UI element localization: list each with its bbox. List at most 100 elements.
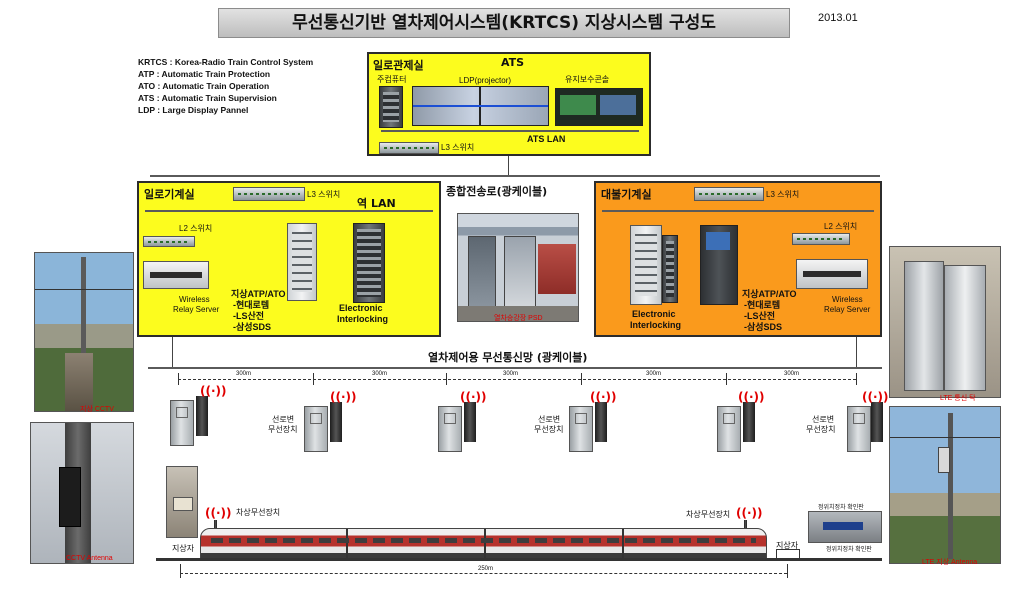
right-atp-vendor: -삼성SDS xyxy=(744,322,783,332)
left-atp-rack-icon xyxy=(287,223,317,301)
ats-title: ATS xyxy=(501,56,525,69)
left-server-label: Relay Server xyxy=(173,305,220,314)
lte-rack-right xyxy=(944,265,986,391)
trackside-antenna-box xyxy=(743,402,755,442)
legend-line: ATS : Automatic Train Supervision xyxy=(138,93,277,103)
right-atp-label: 지상ATP/ATO xyxy=(742,289,797,299)
trackside-antenna-box xyxy=(871,402,883,442)
onboard-radio-label-left: 차상무선장치 xyxy=(236,508,281,517)
station-lan-line xyxy=(145,210,433,212)
left-atp-label: 지상ATP/ATO xyxy=(231,289,286,299)
console-monitor-right xyxy=(600,95,636,115)
trackside-label: 선로변 xyxy=(272,415,295,424)
radio-wave-icon: ((·)) xyxy=(330,390,357,404)
trackside-antenna-box xyxy=(196,396,208,436)
lte-catenary-wire xyxy=(890,437,1000,438)
psd-door-left xyxy=(468,236,496,308)
left-room-label: 일로기계실 xyxy=(144,188,195,201)
distance-label: 300m xyxy=(646,371,662,377)
trackside-antenna-box xyxy=(595,402,607,442)
trackside-radio-cabinet xyxy=(847,406,871,452)
cctv-caption: 지상 CCTV xyxy=(80,406,114,413)
ats-lan-line xyxy=(381,130,639,132)
main-computer-icon xyxy=(379,86,403,128)
right-machine-room-box: 대불기계실 L3 스위치 L2 스위치 Wireless Relay Serve… xyxy=(594,181,882,337)
trackside-antenna-box xyxy=(464,402,476,442)
train-car-divider xyxy=(346,529,348,559)
train-length-line xyxy=(180,573,787,574)
transponder-plate xyxy=(173,497,193,511)
radio-network-line xyxy=(148,367,882,369)
ats-l3-switch-label: L3 스위치 xyxy=(441,143,475,152)
right-l2-switch-label: L2 스위치 xyxy=(824,222,858,231)
catenary-wire xyxy=(35,289,133,290)
train-length-tick-left xyxy=(180,564,181,578)
ldp-projector-screen xyxy=(412,86,549,126)
trackside-label: 무선장치 xyxy=(806,425,836,434)
onboard-radio-label-right: 차상무선장치 xyxy=(686,510,731,519)
right-interlocking-rack-icon-2 xyxy=(662,235,678,303)
train-length-tick-right xyxy=(787,564,788,578)
signal-check-photo xyxy=(808,511,882,543)
distance-label: 300m xyxy=(236,371,252,377)
psd-door-center xyxy=(504,236,536,308)
distance-label: 300m xyxy=(503,371,519,377)
cctv-photo xyxy=(34,252,134,412)
right-l3-switch-label: L3 스위치 xyxy=(766,190,800,199)
antenna-box xyxy=(59,467,81,527)
train xyxy=(200,528,767,560)
right-server-label: Relay Server xyxy=(824,305,871,314)
right-server-radio-connector xyxy=(856,337,857,367)
distance-tick xyxy=(856,373,857,385)
trackside-label: 무선장치 xyxy=(268,425,298,434)
right-atp-vendor: -LS산전 xyxy=(744,311,776,321)
lte-rack-photo xyxy=(889,246,1001,398)
lte-pole xyxy=(948,413,953,559)
psd-platform xyxy=(458,306,578,321)
train-windows xyxy=(211,538,756,543)
track-rail xyxy=(156,558,882,561)
right-interlocking-rack-icon xyxy=(630,225,662,305)
train-car-divider xyxy=(484,529,486,559)
onboard-wave-icon-left: ((·)) xyxy=(205,506,232,520)
ats-room-label: 일로관제실 xyxy=(373,59,424,72)
left-atp-vendor: -LS산전 xyxy=(233,311,265,321)
cctv-pole xyxy=(81,257,86,407)
trackside-radio-cabinet xyxy=(304,406,328,452)
right-server-label: Wireless xyxy=(832,295,863,304)
cctv-antenna-caption: CCTV Antenna xyxy=(66,555,113,562)
left-atp-vendor: -현대로템 xyxy=(233,300,270,310)
left-l2-switch-icon xyxy=(143,236,195,247)
lte-antenna-photo xyxy=(889,406,1001,564)
right-lan-line xyxy=(602,210,874,212)
left-l3-switch-label: L3 스위치 xyxy=(307,190,341,199)
console-monitor-left xyxy=(560,95,596,115)
trackside-antenna-box xyxy=(330,402,342,442)
trackside-label: 선로변 xyxy=(538,415,561,424)
psd-caption: 열차승강장 PSD xyxy=(494,315,543,322)
trackside-radio-cabinet xyxy=(170,400,194,446)
ldp-label: LDP(projector) xyxy=(459,76,512,85)
maintenance-console-icon xyxy=(555,88,643,126)
right-l2-switch-icon xyxy=(792,233,850,245)
onboard-wave-icon-right: ((·)) xyxy=(736,506,763,520)
date-label: 2013.01 xyxy=(818,12,858,24)
backbone-label: 종합전송로(광케이블) xyxy=(446,185,548,198)
lte-antenna-caption: LTE 지상 Antenna xyxy=(922,559,978,566)
ats-l3-switch-icon xyxy=(379,142,439,154)
left-machine-room-box: 일로기계실 L3 스위치 역 LAN L2 스위치 Wireless Relay… xyxy=(137,181,441,337)
psd-photo xyxy=(457,213,579,322)
onboard-antenna-left xyxy=(214,520,217,532)
left-l3-switch-icon xyxy=(233,187,305,201)
right-l3-switch-icon xyxy=(694,187,764,201)
legend-line: ATP : Automatic Train Protection xyxy=(138,69,271,79)
maintenance-console-label: 유지보수콘솔 xyxy=(565,75,610,84)
left-interlocking-label: Interlocking xyxy=(337,314,389,324)
right-wireless-relay-server-icon xyxy=(796,259,868,289)
legend-line: ATO : Automatic Train Operation xyxy=(138,81,270,91)
train-length-label: 250m xyxy=(478,566,494,572)
cctv-antenna-photo xyxy=(30,422,134,564)
right-atp-vendor: -현대로템 xyxy=(744,300,781,310)
right-atp-screen xyxy=(706,232,730,250)
signal-check-label-bottom: 정위치정차 확인판 xyxy=(826,547,872,553)
